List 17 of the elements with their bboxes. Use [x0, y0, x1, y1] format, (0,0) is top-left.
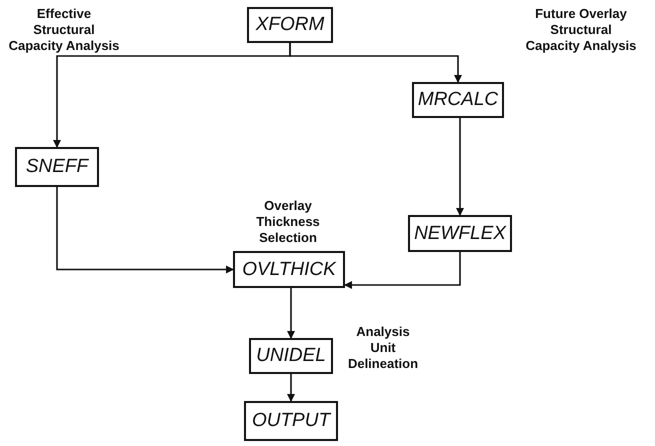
arrow — [287, 288, 295, 339]
annotation-text: Effective Structural Capacity Analysis — [8, 6, 120, 54]
process-box: NEWFLEX — [408, 215, 512, 252]
process-box: MRCALC — [412, 82, 504, 118]
arrow — [287, 374, 295, 402]
process-box: OUTPUT — [244, 401, 338, 441]
annotation-text: Future Overlay Structural Capacity Analysis — [524, 6, 638, 54]
annotation-text: Overlay Thickness Selection — [255, 198, 321, 246]
process-box: OVLTHICK — [233, 251, 345, 288]
arrow — [289, 43, 462, 83]
arrow — [344, 252, 461, 289]
process-box: UNIDEL — [249, 338, 333, 374]
arrow — [56, 187, 234, 274]
process-box: SNEFF — [15, 147, 99, 187]
arrow — [456, 118, 464, 216]
annotation-text: Analysis Unit Delineation — [346, 324, 420, 372]
process-box: XFORM — [247, 7, 333, 43]
